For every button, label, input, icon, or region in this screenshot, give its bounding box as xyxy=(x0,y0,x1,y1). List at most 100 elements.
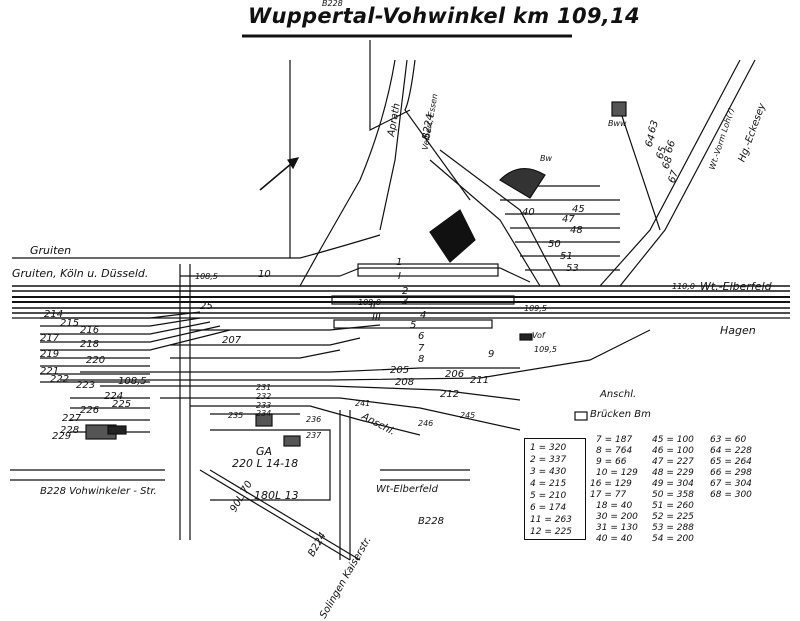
legend-item: 47 = 227 xyxy=(652,457,694,467)
legend-item: 52 = 225 xyxy=(652,512,694,522)
track-I: I xyxy=(398,271,401,282)
km-109-5-low: 109,5 xyxy=(534,345,557,354)
legend-item: 12 = 225 xyxy=(530,527,572,537)
label-180l: 180L 13 xyxy=(254,489,299,502)
track-5: 5 xyxy=(410,320,417,331)
plan-title: Wuppertal-Vohwinkel km 109,14 xyxy=(248,4,640,28)
legend-item: 4 = 215 xyxy=(530,479,567,489)
track-215: 215 xyxy=(60,318,80,329)
label-220-l: 220 L 14-18 xyxy=(232,457,299,470)
legend-item: 8 = 764 xyxy=(596,446,633,456)
legend-item: 2 = 337 xyxy=(530,455,567,465)
legend-item: 50 = 358 xyxy=(652,490,694,500)
track-II: II xyxy=(370,300,376,311)
legend-item: 67 = 304 xyxy=(710,479,752,489)
km-108-5-top: 108,5 xyxy=(195,272,218,281)
label-anschl: Anschl. xyxy=(600,389,637,400)
track-4: 4 xyxy=(420,310,427,321)
track-235: 235 xyxy=(228,411,244,420)
track-47: 47 xyxy=(562,214,575,225)
track-III: III xyxy=(372,312,381,323)
track-224: 224 xyxy=(104,391,124,402)
track-48: 48 xyxy=(570,225,583,236)
track-25: 25 xyxy=(200,301,213,312)
track-231: 231 xyxy=(256,383,272,392)
legend-item: 6 = 174 xyxy=(530,503,567,513)
legend-item: 17 = 77 xyxy=(590,490,627,500)
track-222: 222 xyxy=(50,374,70,385)
track-10: 10 xyxy=(258,269,271,280)
legend-item: 3 = 430 xyxy=(530,467,567,477)
km-109-0: 109,0 xyxy=(358,298,381,307)
label-b228-bottom: B228 xyxy=(418,516,444,527)
track-8: 8 xyxy=(418,354,425,365)
track-226: 226 xyxy=(80,405,100,416)
track-2: 2 xyxy=(402,286,409,297)
track-229: 229 xyxy=(52,431,72,442)
track-214: 214 xyxy=(44,309,64,320)
legend-item: 30 = 200 xyxy=(596,512,638,522)
legend-item: 54 = 200 xyxy=(652,534,694,544)
track-53: 53 xyxy=(566,263,579,274)
track-236: 236 xyxy=(306,415,322,424)
track-233: 233 xyxy=(256,401,272,410)
track-223: 223 xyxy=(76,380,96,391)
legend-item: 40 = 40 xyxy=(596,534,633,544)
label-bruecken: Brücken Bm xyxy=(590,409,651,420)
track-45: 45 xyxy=(572,204,585,215)
track-246: 246 xyxy=(418,419,434,428)
km-110-0: 110,0 xyxy=(672,282,695,291)
label-hagen: Hagen xyxy=(720,324,756,337)
label-b228-top: B228 xyxy=(322,0,343,8)
legend-item: 66 = 298 xyxy=(710,468,752,478)
label-bw: Bw xyxy=(540,154,553,163)
track-211: 211 xyxy=(470,375,490,386)
legend-item: 5 = 210 xyxy=(530,491,567,501)
track-232: 232 xyxy=(256,392,272,401)
track-6: 6 xyxy=(418,331,425,342)
track-51: 51 xyxy=(560,251,573,262)
km-108-5-low: 108,5 xyxy=(118,376,147,387)
legend-item: 45 = 100 xyxy=(652,435,694,445)
track-217: 217 xyxy=(40,333,60,344)
legend-item: 51 = 260 xyxy=(652,501,694,511)
label-wt-elberfeld-low: Wt-Elberfeld xyxy=(376,484,438,495)
label-vof: Vof xyxy=(532,331,545,340)
track-206: 206 xyxy=(445,369,465,380)
track-207: 207 xyxy=(222,335,242,346)
track-227: 227 xyxy=(62,413,82,424)
legend-item: 68 = 300 xyxy=(710,490,752,500)
track-40: 40 xyxy=(522,207,535,218)
legend-item: 7 = 187 xyxy=(596,435,633,445)
legend-item: 16 = 129 xyxy=(590,479,632,489)
legend-item: 46 = 100 xyxy=(652,446,694,456)
legend-item: 64 = 228 xyxy=(710,446,752,456)
track-237: 237 xyxy=(306,431,322,440)
track-218: 218 xyxy=(80,339,100,350)
legend-item: 65 = 264 xyxy=(710,457,752,467)
km-109-5-top: 109,5 xyxy=(524,304,547,313)
track-220: 220 xyxy=(86,355,106,366)
track-3: 3 xyxy=(402,296,409,307)
legend-item: 31 = 130 xyxy=(596,523,638,533)
label-bww: Bww xyxy=(608,119,627,128)
legend-box xyxy=(524,438,586,540)
track-length-legend: 1 = 320 2 = 337 3 = 430 4 = 215 5 = 210 … xyxy=(524,432,794,544)
track-50: 50 xyxy=(548,239,561,250)
track-225: 225 xyxy=(112,399,132,410)
track-245: 245 xyxy=(460,411,476,420)
track-205: 205 xyxy=(390,365,410,376)
legend-item: 48 = 229 xyxy=(652,468,694,478)
track-241: 241 xyxy=(355,399,371,408)
legend-item: 53 = 288 xyxy=(652,523,694,533)
label-elberfeld: Wt.-Elberfeld xyxy=(700,280,772,293)
label-vohwinkeler: B228 Vohwinkeler - Str. xyxy=(40,486,157,497)
label-gruiten-koeln: Gruiten, Köln u. Düsseld. xyxy=(12,267,149,280)
track-212: 212 xyxy=(440,389,460,400)
track-208: 208 xyxy=(395,377,415,388)
track-234: 234 xyxy=(256,409,272,418)
legend-item: 63 = 60 xyxy=(710,435,747,445)
legend-item: 18 = 40 xyxy=(596,501,633,511)
track-221: 221 xyxy=(40,366,60,377)
legend-item: 9 = 66 xyxy=(596,457,627,467)
